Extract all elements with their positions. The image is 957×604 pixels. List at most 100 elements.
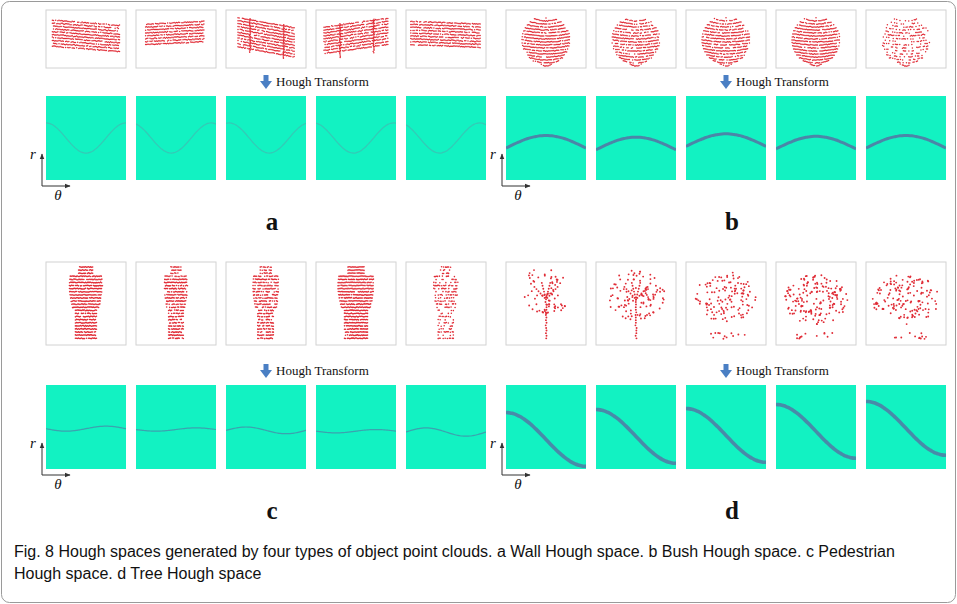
figure-panel xyxy=(42,10,486,186)
point xyxy=(379,22,381,24)
point xyxy=(358,27,360,29)
point xyxy=(357,36,359,38)
point xyxy=(338,36,340,38)
point xyxy=(96,26,98,28)
point xyxy=(53,20,55,22)
point xyxy=(243,30,245,32)
point xyxy=(333,45,335,47)
point xyxy=(92,37,94,39)
point xyxy=(58,43,60,45)
point xyxy=(329,26,331,28)
point xyxy=(119,34,121,36)
point xyxy=(274,53,276,55)
point xyxy=(53,28,55,30)
point xyxy=(329,49,331,51)
point xyxy=(75,42,77,44)
point xyxy=(187,33,189,35)
point xyxy=(188,42,190,44)
point xyxy=(63,47,65,49)
point xyxy=(81,24,83,26)
hough-space xyxy=(136,96,216,180)
point xyxy=(84,48,86,50)
point xyxy=(91,25,93,27)
point xyxy=(119,42,121,44)
point xyxy=(293,27,295,29)
point xyxy=(172,28,174,30)
point xyxy=(192,30,194,32)
point xyxy=(289,49,291,51)
point-cloud-thumbnail xyxy=(136,10,216,68)
point xyxy=(292,30,294,32)
point xyxy=(119,39,121,41)
point xyxy=(76,47,78,49)
point xyxy=(351,46,353,48)
point xyxy=(74,47,76,49)
point xyxy=(63,41,65,43)
point xyxy=(255,29,257,31)
point xyxy=(96,23,98,25)
point xyxy=(383,18,385,20)
point xyxy=(347,26,349,28)
point xyxy=(156,38,158,40)
point-cloud-thumbnail xyxy=(46,10,126,68)
point xyxy=(291,53,293,55)
point xyxy=(355,36,357,38)
point xyxy=(346,38,348,40)
point xyxy=(256,35,258,37)
point xyxy=(53,37,55,39)
point xyxy=(68,41,70,43)
point xyxy=(168,40,170,42)
point xyxy=(110,44,112,46)
point xyxy=(382,24,384,26)
point xyxy=(64,32,66,34)
point xyxy=(334,33,336,35)
point xyxy=(249,52,251,54)
point xyxy=(355,30,357,32)
point xyxy=(266,48,268,50)
point xyxy=(245,39,247,41)
point xyxy=(202,41,204,43)
point xyxy=(161,34,163,36)
point xyxy=(285,37,287,39)
point xyxy=(106,23,108,25)
point xyxy=(89,31,91,33)
hough-space-ground xyxy=(226,96,306,180)
point xyxy=(378,24,380,26)
hough-space xyxy=(226,96,306,180)
point xyxy=(90,46,92,48)
point xyxy=(77,41,79,43)
point xyxy=(117,30,119,32)
point xyxy=(364,21,366,23)
point xyxy=(253,48,255,50)
point xyxy=(203,23,205,25)
point xyxy=(265,42,267,44)
point xyxy=(165,23,167,25)
point xyxy=(364,26,366,28)
point xyxy=(153,23,155,25)
point xyxy=(268,40,270,42)
point xyxy=(203,29,205,31)
point xyxy=(160,43,162,45)
point xyxy=(378,36,380,38)
point xyxy=(164,40,166,42)
point xyxy=(367,32,369,34)
point xyxy=(69,47,71,49)
point xyxy=(88,22,90,24)
point xyxy=(376,28,378,30)
point xyxy=(164,25,166,27)
point xyxy=(96,43,98,45)
point xyxy=(271,26,273,28)
point xyxy=(60,26,62,28)
point xyxy=(259,39,261,41)
point xyxy=(96,32,98,34)
hough-space-ground xyxy=(46,96,126,180)
point xyxy=(119,36,121,38)
point xyxy=(383,30,385,32)
point xyxy=(171,31,173,32)
point xyxy=(293,54,295,56)
point xyxy=(68,29,70,31)
point xyxy=(167,31,169,33)
point xyxy=(355,33,357,35)
point xyxy=(250,47,252,49)
